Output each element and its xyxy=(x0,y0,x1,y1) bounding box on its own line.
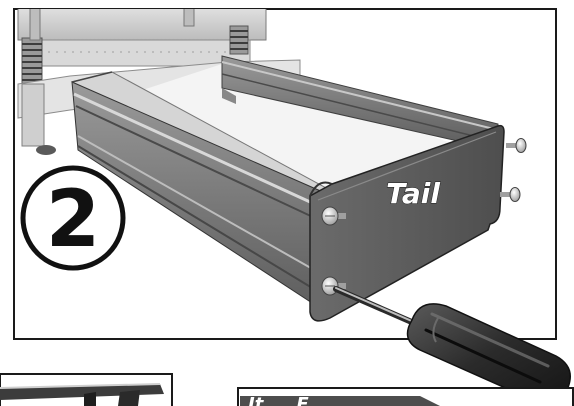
lower-left-panel xyxy=(0,373,173,406)
spring-right xyxy=(229,25,249,55)
box-interior xyxy=(112,62,470,200)
lower-panel-text: It ... F xyxy=(248,394,309,406)
foot-left xyxy=(36,145,56,155)
lower-right-panel: It ... F xyxy=(237,387,574,406)
screw-top-right xyxy=(506,138,527,153)
screwdriver xyxy=(333,286,571,404)
tail-label: Tail xyxy=(386,177,440,210)
step-number: 2 xyxy=(46,175,100,265)
step-badge: 2 xyxy=(20,165,126,271)
tail-panel xyxy=(309,124,505,322)
front-side-rail xyxy=(70,71,333,317)
screw-front-upper xyxy=(321,206,346,226)
screw-middle-right xyxy=(500,187,521,202)
